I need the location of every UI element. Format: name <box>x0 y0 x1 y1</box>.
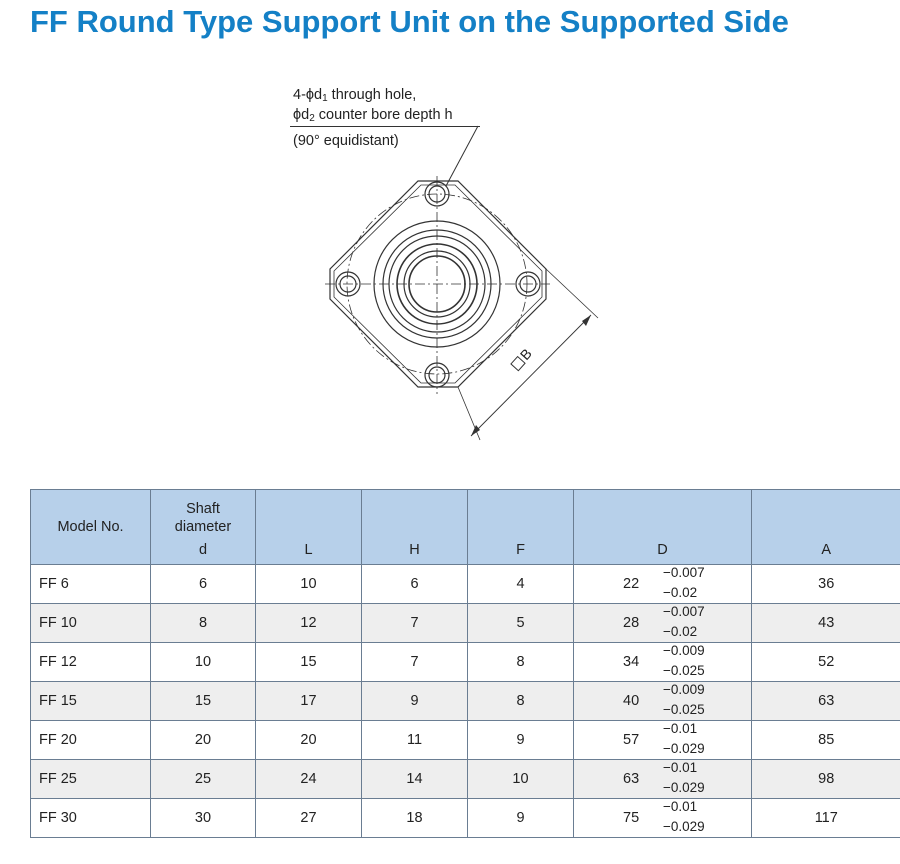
cell-model: FF 15 <box>30 681 151 721</box>
cell-a: 85 <box>751 720 900 760</box>
cell-d: 8 <box>150 603 256 643</box>
header-a: A <box>751 489 900 565</box>
cell-h: 18 <box>361 798 468 838</box>
cell-outer-d: 22−0.007−0.02 <box>573 564 752 604</box>
cell-h: 14 <box>361 759 468 799</box>
cell-a: 98 <box>751 759 900 799</box>
table-row: FF 10 8 12 7 5 28−0.007−0.02 43 <box>30 603 900 643</box>
cell-f: 8 <box>467 642 574 682</box>
cell-f: 10 <box>467 759 574 799</box>
support-unit-drawing <box>325 125 599 441</box>
dimension-table: Model No. Shaft diameter d L H F D A FF … <box>30 489 900 838</box>
flange-inner-outline <box>333 184 543 384</box>
callout-rule <box>290 126 480 127</box>
cell-d: 20 <box>150 720 256 760</box>
cell-model: FF 20 <box>30 720 151 760</box>
table-row: FF 15 15 17 9 8 40−0.009−0.025 63 <box>30 681 900 721</box>
cell-l: 12 <box>255 603 362 643</box>
cell-outer-d: 34−0.009−0.025 <box>573 642 752 682</box>
table-row: FF 25 25 24 14 10 63−0.01−0.029 98 <box>30 759 900 799</box>
cell-model: FF 6 <box>30 564 151 604</box>
cell-a: 52 <box>751 642 900 682</box>
cell-outer-d: 28−0.007−0.02 <box>573 603 752 643</box>
cell-a: 36 <box>751 564 900 604</box>
header-model: Model No. <box>30 489 151 565</box>
cell-outer-d: 75−0.01−0.029 <box>573 798 752 838</box>
cell-model: FF 30 <box>30 798 151 838</box>
cell-outer-d: 40−0.009−0.025 <box>573 681 752 721</box>
cell-f: 4 <box>467 564 574 604</box>
callout-leader <box>445 125 479 187</box>
cell-outer-d: 63−0.01−0.029 <box>573 759 752 799</box>
callout-line-3: (90° equidistant) <box>293 133 399 149</box>
cell-l: 10 <box>255 564 362 604</box>
cell-f: 9 <box>467 798 574 838</box>
cell-l: 20 <box>255 720 362 760</box>
table-row: FF 6 6 10 6 4 22−0.007−0.02 36 <box>30 564 900 604</box>
header-f: F <box>467 489 574 565</box>
header-l: L <box>255 489 362 565</box>
callout-line-1: 4-ϕd1 through hole, <box>293 87 417 104</box>
table-row: FF 12 10 15 7 8 34−0.009−0.025 52 <box>30 642 900 682</box>
cell-d: 10 <box>150 642 256 682</box>
cell-h: 9 <box>361 681 468 721</box>
cell-h: 7 <box>361 642 468 682</box>
cell-a: 63 <box>751 681 900 721</box>
cell-f: 5 <box>467 603 574 643</box>
cell-d: 25 <box>150 759 256 799</box>
cell-model: FF 10 <box>30 603 151 643</box>
dimension-b-line <box>470 314 592 437</box>
cell-d: 30 <box>150 798 256 838</box>
cell-d: 6 <box>150 564 256 604</box>
cell-f: 8 <box>467 681 574 721</box>
cell-l: 15 <box>255 642 362 682</box>
cell-a: 117 <box>751 798 900 838</box>
cell-d: 15 <box>150 681 256 721</box>
hole-callout: 4-ϕd1 through hole, ϕd2 counter bore dep… <box>290 86 480 151</box>
header-shaft-diameter: Shaft diameter d <box>150 489 256 565</box>
cell-h: 6 <box>361 564 468 604</box>
cell-h: 7 <box>361 603 468 643</box>
cell-l: 24 <box>255 759 362 799</box>
cell-model: FF 12 <box>30 642 151 682</box>
cell-f: 9 <box>467 720 574 760</box>
cell-model: FF 25 <box>30 759 151 799</box>
table-row: FF 30 30 27 18 9 75−0.01−0.029 117 <box>30 798 900 838</box>
cell-a: 43 <box>751 603 900 643</box>
cell-outer-d: 57−0.01−0.029 <box>573 720 752 760</box>
table-row: FF 20 20 20 11 9 57−0.01−0.029 85 <box>30 720 900 760</box>
cell-h: 11 <box>361 720 468 760</box>
header-h: H <box>361 489 468 565</box>
callout-line-2: ϕd2 counter bore depth h <box>293 107 453 124</box>
page-title: FF Round Type Support Unit on the Suppor… <box>30 4 789 39</box>
table-header-row: Model No. Shaft diameter d L H F D A <box>30 489 900 565</box>
cell-l: 17 <box>255 681 362 721</box>
header-d: D <box>573 489 752 565</box>
cell-l: 27 <box>255 798 362 838</box>
